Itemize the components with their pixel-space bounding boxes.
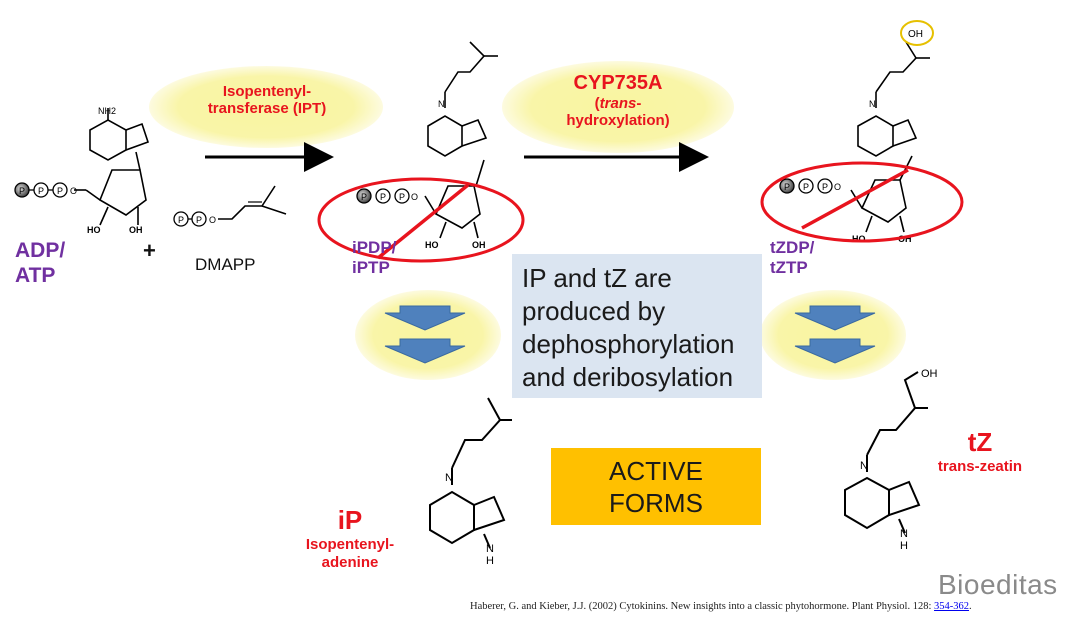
tzdp-p3-label: P	[822, 182, 828, 192]
left-dephos-glow	[355, 290, 501, 380]
cyp-enzyme-label: CYP735A (trans- hydroxylation)	[530, 72, 706, 130]
right-down-arrows-icon	[794, 305, 876, 364]
tz-label: tZ trans-zeatin	[922, 427, 1038, 476]
tzdp-oh-top-label: OH	[908, 29, 923, 40]
citation-link[interactable]: 354-362	[934, 601, 970, 612]
dmapp-p1-label: P	[178, 215, 184, 225]
cyp-ellipse	[502, 61, 734, 153]
tzdp-structure	[850, 41, 930, 233]
ipdp-strike-line	[376, 183, 470, 260]
citation: Haberer, G. and Kieber, J.J. (2002) Cyto…	[470, 601, 972, 612]
ip-label: iP Isopentenyl- adenine	[288, 505, 412, 572]
tzdp-oh-label: OH	[898, 234, 912, 244]
ip-nh-h-label: H	[486, 555, 494, 567]
tzdp-ho-label: HO	[852, 234, 866, 244]
info-line-1: IP and tZ are	[522, 263, 672, 293]
dmapp-structure: P P O	[173, 185, 287, 227]
right-dephos-glow	[760, 290, 906, 380]
ipdp-ho-label: HO	[425, 240, 439, 250]
tz-atom-labels: OH N H N	[860, 368, 938, 552]
info-line-4: and deribosylation	[522, 362, 734, 392]
hydroxyl-highlight-circle	[900, 20, 934, 46]
ipdp-p2-label: P	[380, 192, 386, 202]
info-text: IP and tZ are produced by dephosphorylat…	[522, 262, 762, 394]
ip-nh-n-label: N	[486, 543, 494, 555]
cyp-line2: (trans-	[594, 95, 642, 112]
ipdp-oh-label: OH	[472, 240, 486, 250]
tz-n-label: N	[860, 460, 868, 472]
ipdp-n-label: N	[438, 99, 445, 109]
ipdp-phosphates: P P P O N HO OH	[356, 99, 486, 250]
tz-symbol: tZ	[967, 427, 993, 457]
ipdp-o-label: O	[411, 192, 418, 202]
citation-end: .	[969, 601, 972, 612]
info-line-2: produced by	[522, 296, 666, 326]
dmapp-label: DMAPP	[195, 255, 256, 274]
ipt-ellipse	[149, 66, 383, 148]
plus-sign: +	[143, 238, 156, 263]
tzdp-o-label: O	[834, 182, 841, 192]
tz-nh-h-label: H	[900, 540, 908, 552]
ip-structure	[429, 397, 512, 549]
ip-name-line1: Isopentenyl-	[305, 536, 395, 554]
tz-structure	[844, 371, 928, 534]
adp-p1-label: P	[19, 186, 25, 196]
adp-label: ADP/ATP	[15, 239, 66, 288]
adp-o-label: O	[70, 186, 77, 196]
active-forms-text: ACTIVE FORMS	[609, 456, 703, 518]
ipdp-p1-label: P	[361, 192, 367, 202]
cyp-line3: hydroxylation)	[566, 112, 670, 130]
adp-phosphates: P P P O NH2 HO OH	[14, 106, 143, 235]
tzdp-label: tZDP/tZTP	[770, 238, 815, 278]
adp-p2-label: P	[38, 186, 44, 196]
dmapp-o-label: O	[209, 215, 216, 225]
tzdp-labels: P P P O OH N HO OH	[779, 29, 923, 244]
ipt-line2: transferase (IPT)	[207, 100, 327, 118]
ipt-line1: Isopentenyl-	[222, 83, 312, 100]
tzdp-p2-label: P	[803, 182, 809, 192]
ip-name-line2: adenine	[321, 554, 379, 572]
ipdp-label: iPDP/iPTP	[352, 238, 397, 278]
info-box	[512, 254, 762, 398]
ipdp-structure	[424, 41, 498, 239]
left-down-arrows-icon	[384, 305, 466, 364]
ip-atom-labels: N H N	[445, 472, 494, 567]
citation-text: Haberer, G. and Kieber, J.J. (2002) Cyto…	[470, 601, 935, 612]
tz-name: trans-zeatin	[937, 458, 1023, 476]
watermark: Bioeditas	[938, 569, 1058, 600]
tz-nh-n-label: N	[900, 528, 908, 540]
tzdp-n-label: N	[869, 99, 876, 109]
adp-oh-label: OH	[129, 225, 143, 235]
ipdp-p3-label: P	[399, 192, 405, 202]
adp-nh2-label: NH2	[98, 106, 116, 116]
adp-p3-label: P	[57, 186, 63, 196]
adp-structure	[74, 108, 150, 226]
active-forms-box	[551, 448, 761, 525]
ipdp-strike-ellipse	[317, 177, 525, 263]
ipt-enzyme-label: Isopentenyl- transferase (IPT)	[170, 83, 364, 118]
adp-ho-label: HO	[87, 225, 101, 235]
tzdp-strike-ellipse	[760, 161, 964, 243]
dmapp-p2-label: P	[196, 215, 202, 225]
tzdp-strike-line	[801, 168, 909, 230]
ip-n-label: N	[445, 472, 453, 484]
tz-oh-label: OH	[921, 368, 938, 380]
info-line-3: dephosphorylation	[522, 329, 735, 359]
ip-symbol: iP	[337, 505, 363, 535]
cyp-name: CYP735A	[573, 72, 663, 94]
tzdp-p1-label: P	[784, 182, 790, 192]
